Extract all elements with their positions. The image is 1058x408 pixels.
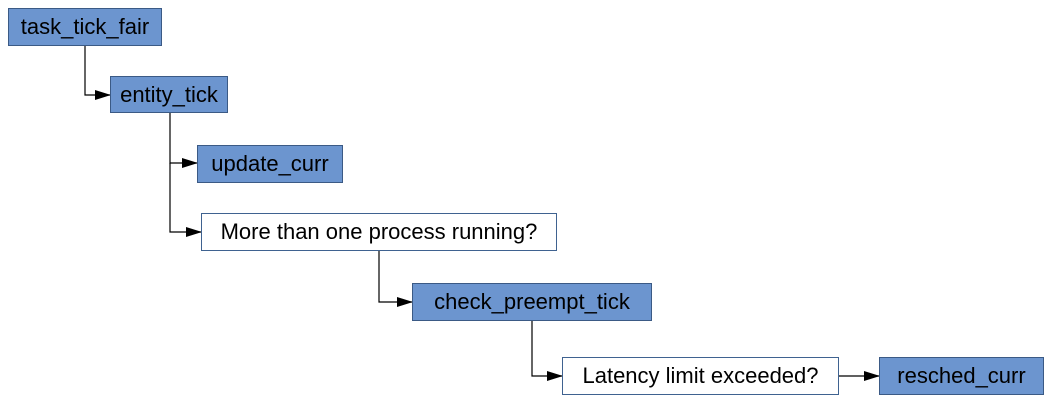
node-label: Latency limit exceeded? (582, 363, 819, 388)
node-latency-limit-exceeded: Latency limit exceeded? (562, 357, 839, 395)
node-label: check_preempt_tick (434, 289, 630, 314)
edge-check-preempt-tick-to-latency-limit (531, 321, 563, 381)
node-resched-curr: resched_curr (879, 357, 1044, 395)
node-task-tick-fair: task_tick_fair (8, 8, 162, 46)
node-label: resched_curr (897, 363, 1026, 388)
node-label: update_curr (211, 151, 329, 176)
edge-more-than-one-to-check-preempt-tick (378, 251, 413, 307)
node-update-curr: update_curr (197, 145, 343, 183)
edge-entity-tick-to-update-curr (169, 113, 198, 168)
node-entity-tick: entity_tick (110, 76, 228, 113)
edge-task-tick-fair-to-entity-tick (84, 46, 111, 100)
node-label: task_tick_fair (20, 14, 150, 39)
node-label: More than one process running? (220, 219, 538, 244)
node-label: entity_tick (120, 81, 218, 107)
edge-entity-tick-to-more-than-one (169, 163, 202, 237)
node-check-preempt-tick: check_preempt_tick (412, 283, 652, 321)
node-more-than-one-process-running: More than one process running? (201, 213, 557, 251)
